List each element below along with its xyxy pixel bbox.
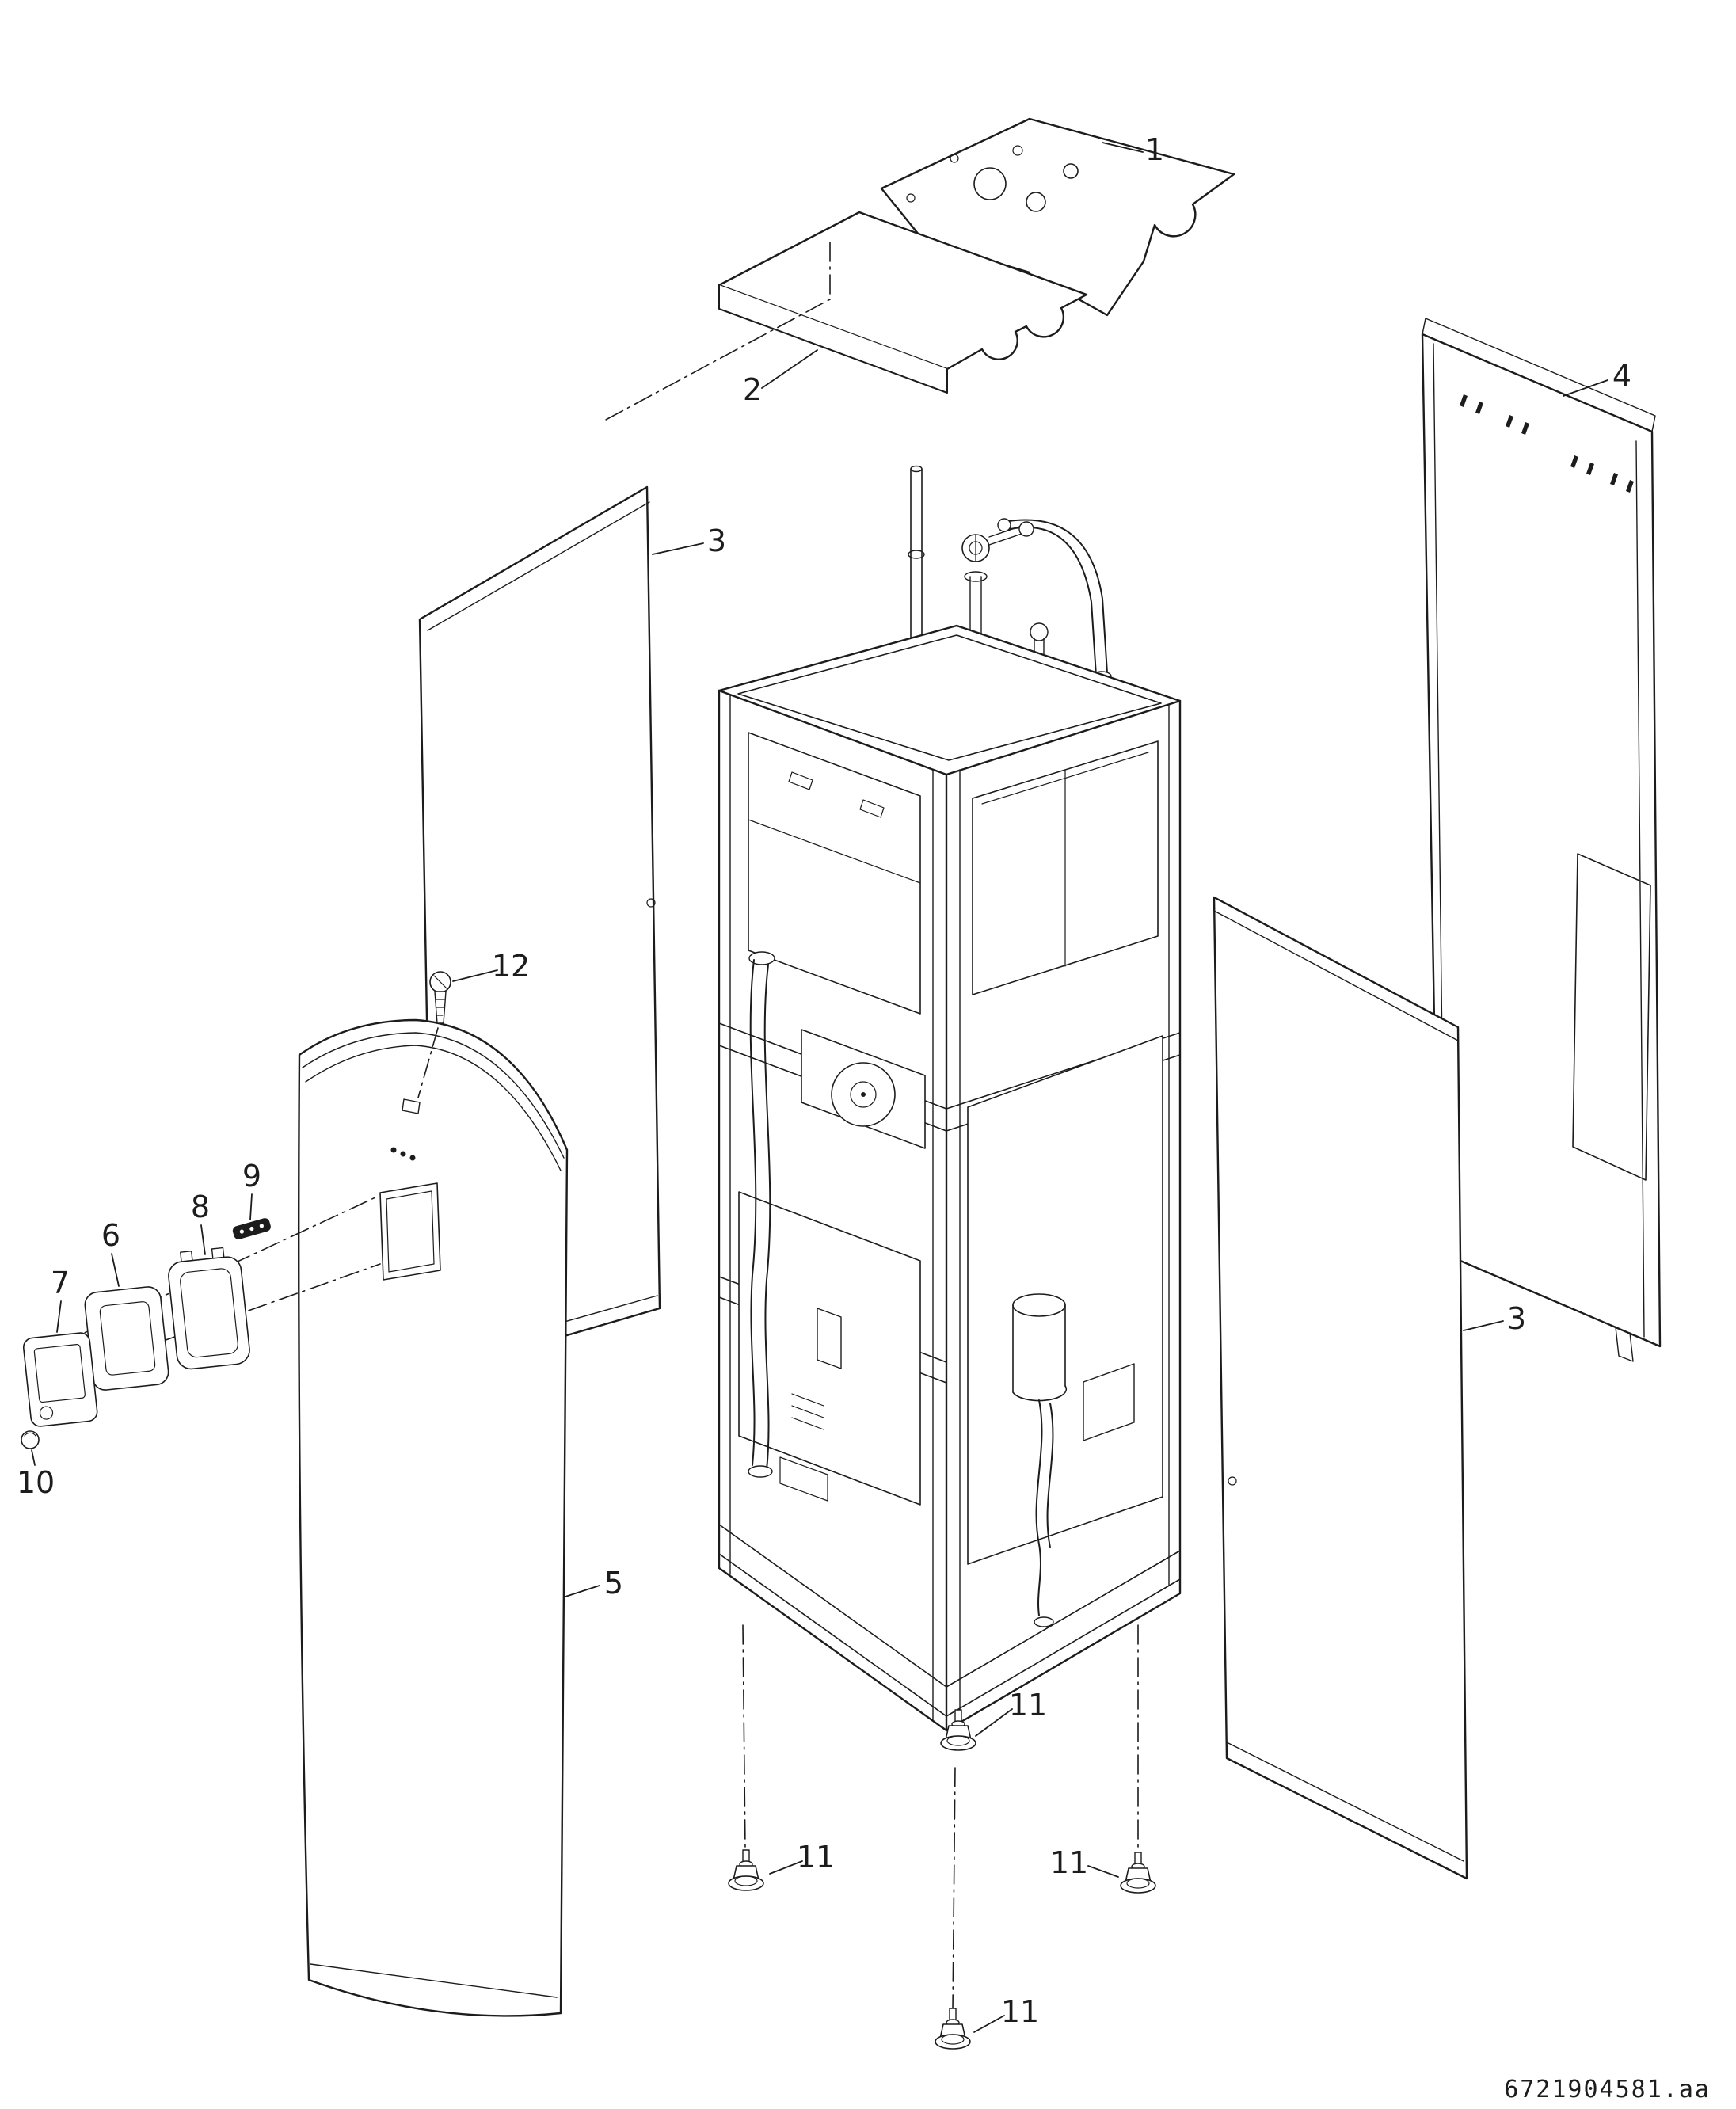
callout-6: 6 (101, 1218, 120, 1253)
callout-8: 8 (191, 1190, 210, 1224)
callout-10: 10 (17, 1465, 55, 1500)
callout-11-right: 11 (1050, 1845, 1088, 1880)
callout-3-left: 3 (707, 523, 726, 558)
main-unit (718, 465, 1182, 1732)
feet-group (728, 1624, 1156, 2050)
callout-labels: 1 2 3 4 12 9 8 6 7 10 3 5 11 11 11 11 (17, 132, 1631, 2029)
clip (232, 1218, 271, 1239)
control-display (22, 1332, 98, 1427)
callout-leader-lines (31, 142, 1608, 2033)
foot-axis-left (742, 1624, 746, 1850)
callout-2: 2 (743, 372, 762, 407)
knob (21, 1430, 40, 1449)
screw (417, 971, 451, 1098)
adjustable-foot-bottom (935, 2008, 971, 2050)
side-panel-right (1213, 896, 1468, 1880)
callout-1: 1 (1145, 132, 1164, 167)
callout-7: 7 (51, 1266, 70, 1300)
document-number: 6721904581.aa (1504, 2076, 1711, 2103)
callout-5: 5 (604, 1566, 623, 1601)
front-door (298, 1018, 569, 2017)
callout-11-left: 11 (797, 1840, 835, 1875)
top-front-panel (605, 211, 1088, 421)
callout-3-right: 3 (1507, 1301, 1526, 1336)
callout-9: 9 (242, 1159, 261, 1193)
callout-4: 4 (1612, 359, 1631, 394)
alignment-axis-top (605, 242, 831, 421)
mounting-bracket (168, 1247, 250, 1370)
condensate-trap (1012, 1293, 1068, 1627)
rear-panel-vent-slots (1460, 394, 1634, 493)
unit-left-face-components (738, 732, 926, 1506)
unit-right-face-components (967, 740, 1163, 1627)
adjustable-foot-right (1120, 1852, 1156, 1894)
adjustable-foot-left (728, 1849, 764, 1891)
display-frame (84, 1286, 169, 1391)
door-display-recess (379, 1182, 441, 1281)
callout-11-top: 11 (1009, 1688, 1047, 1723)
callout-12: 12 (492, 949, 530, 984)
callout-11-bottom: 11 (1001, 1994, 1039, 2029)
flexible-hoses (748, 951, 775, 1478)
foot-axis-center (952, 1767, 956, 2011)
screw-axis (417, 1027, 439, 1098)
